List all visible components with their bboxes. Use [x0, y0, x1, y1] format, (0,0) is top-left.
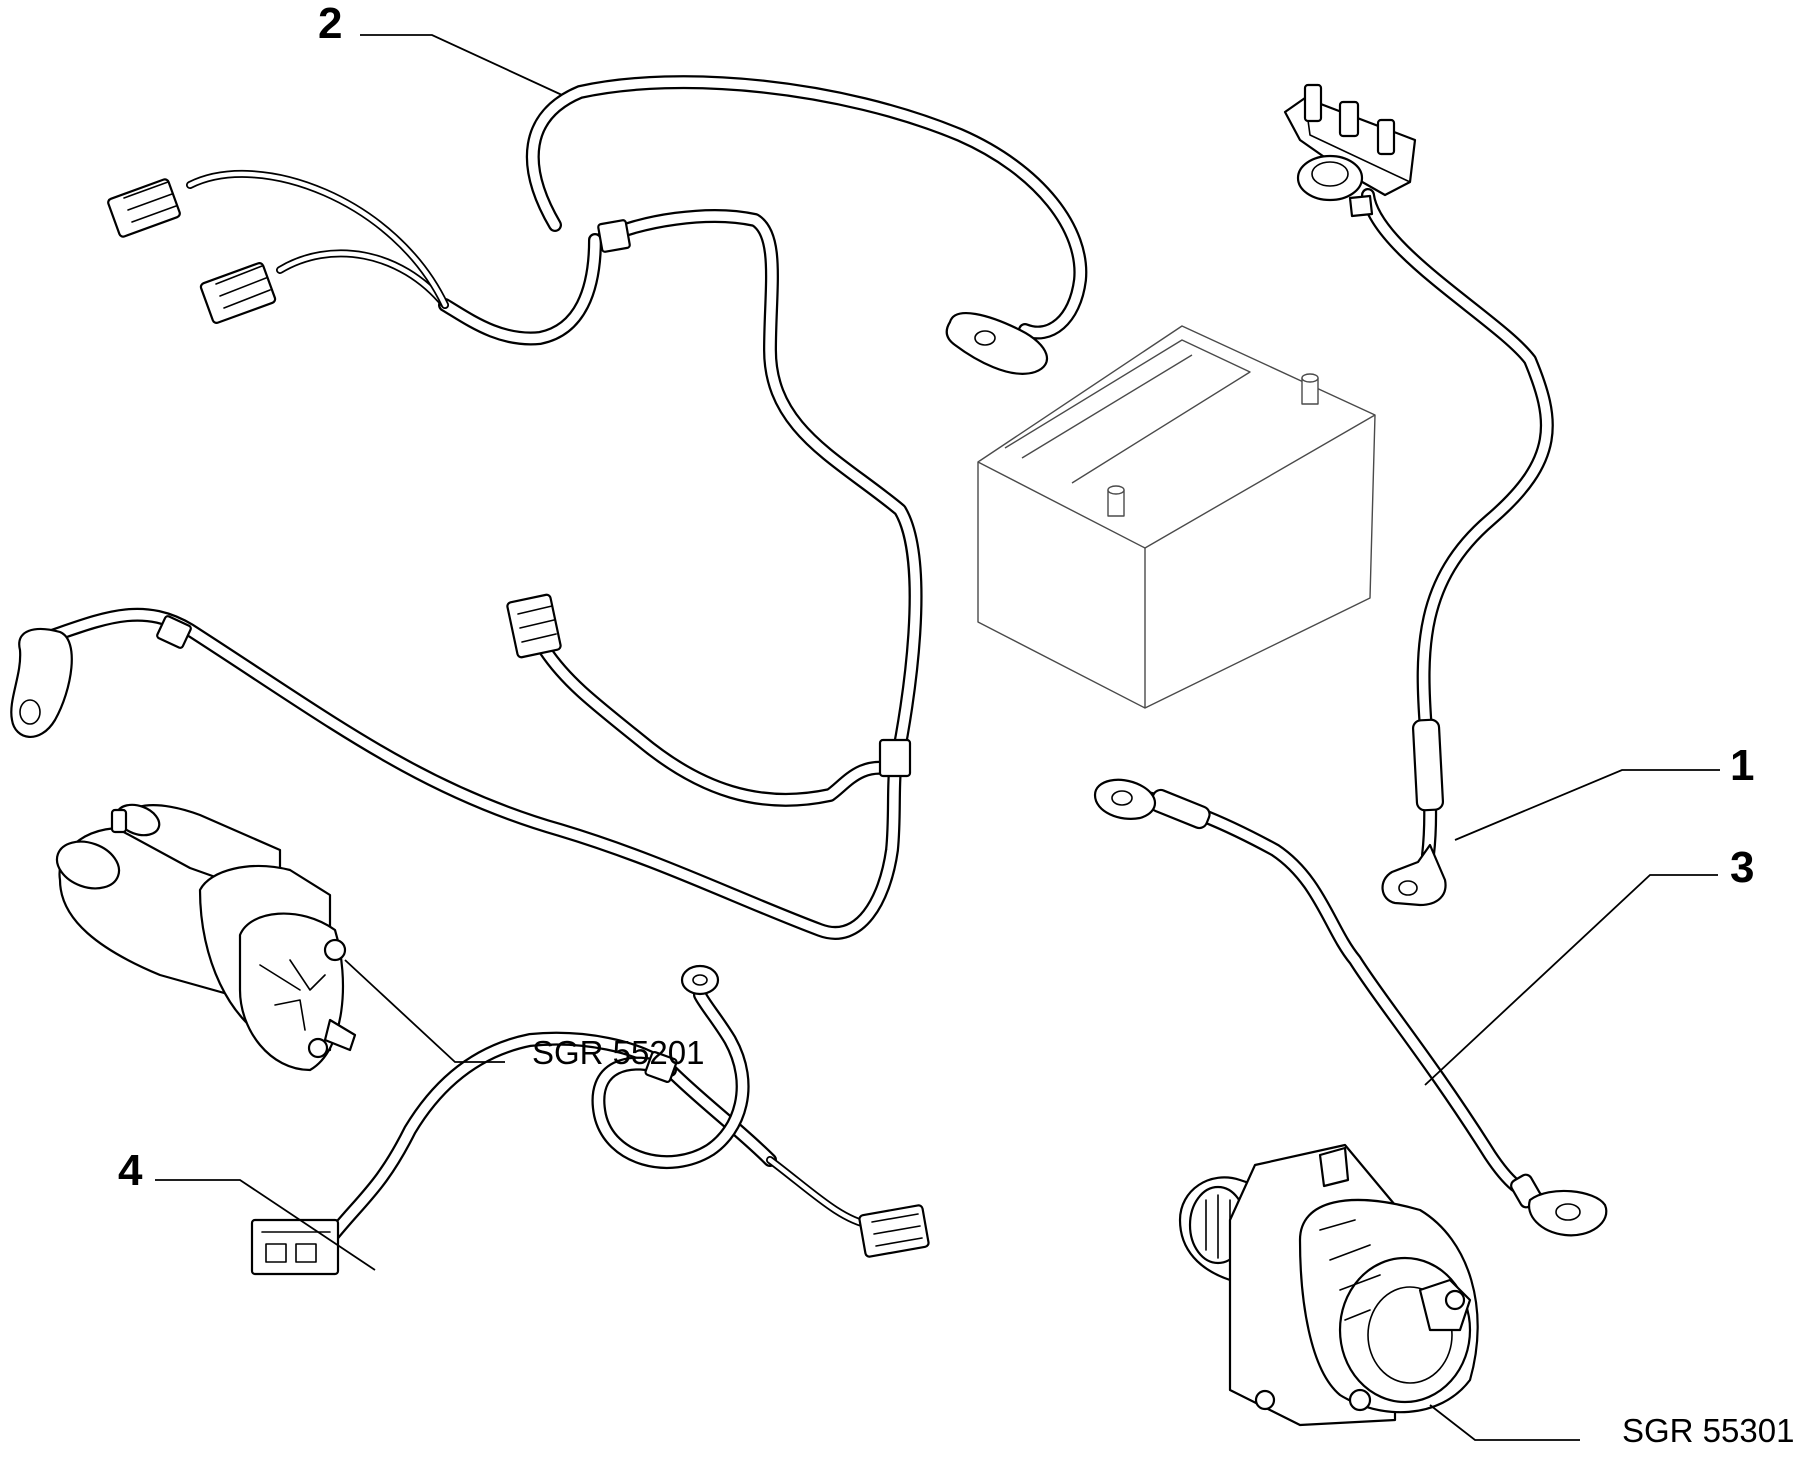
wiring-harness-2 [10, 75, 1088, 940]
eyelet-terminal [1527, 1189, 1608, 1237]
battery-cable-3 [1093, 778, 1608, 1237]
callout-leader-2 [360, 34, 563, 96]
callout-leader-1 [1454, 769, 1720, 841]
ring-terminal [945, 312, 1048, 375]
alternator [1178, 1143, 1479, 1427]
starter-reference-label: SGR 55201 [532, 1034, 704, 1071]
callout-1: 1 [1730, 741, 1754, 790]
battery-clamp-terminal [1283, 83, 1417, 218]
alternator-reference-label: SGR 55301 [1622, 1412, 1794, 1449]
alternator-terminal [1418, 1278, 1472, 1332]
battery [977, 325, 1376, 709]
eyelet-terminal [1381, 843, 1447, 907]
eyelet-terminal [1093, 778, 1157, 820]
callout-leader-3 [1424, 874, 1718, 1086]
callout-3: 3 [1730, 843, 1754, 892]
ring-terminal [10, 628, 73, 738]
ring-terminal [680, 964, 720, 996]
connector-block [250, 1218, 340, 1276]
connector-plug [506, 593, 562, 659]
connector-plug [858, 1204, 930, 1258]
wiring-harness-4 [250, 964, 930, 1276]
reference-leader-starter [344, 959, 505, 1063]
callout-4: 4 [118, 1146, 143, 1195]
battery-terminal-left [1107, 485, 1125, 517]
connector-plug [107, 178, 181, 238]
callout-leader-4 [155, 1179, 376, 1271]
reference-leader-alternator [1429, 1404, 1580, 1441]
battery-cable-1 [1283, 83, 1554, 907]
battery-terminal-right [1301, 373, 1319, 405]
connector-plug [199, 262, 277, 324]
callout-2: 2 [318, 0, 342, 48]
starter-motor [55, 803, 357, 1072]
